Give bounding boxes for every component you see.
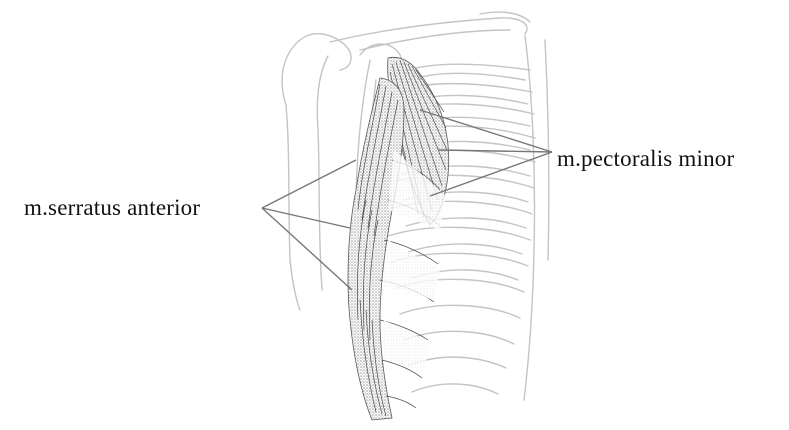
label-pectoralis-minor: m.pectoralis minor [557, 147, 734, 170]
humerus [282, 40, 300, 310]
leader-line-serratus-2 [262, 208, 350, 228]
leader-line-serratus-3 [262, 208, 352, 290]
leader-line-serratus-1 [262, 160, 356, 208]
leader-line-pectoralis-2 [438, 150, 552, 152]
label-serratus-anterior: m.serratus anterior [24, 196, 200, 219]
